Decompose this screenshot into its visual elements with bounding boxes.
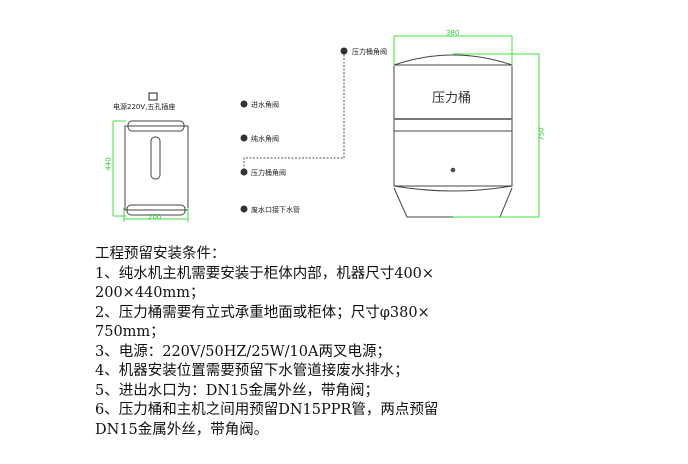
note-line: 6、压力桶和主机之间用预留DN15PPR管，两点预留: [95, 402, 439, 418]
valve-label-tank: 压力桶角阀: [251, 169, 286, 177]
valve-label-inlet: 进水角阀: [251, 101, 279, 109]
valve-icons: [240, 47, 348, 213]
machine-dimension-lines: [112, 120, 189, 222]
power-socket-icon: [148, 92, 158, 101]
note-line: 5、进出水口为：DN15金属外丝，带角阀；: [95, 382, 379, 399]
tank-width-dim: 380: [446, 29, 460, 37]
note-line: 750mm；: [95, 324, 165, 340]
note-line: DN15金属外丝，带角阀。: [95, 421, 269, 438]
installation-notes: 工程预留安装条件： 1、纯水机主机需要安装于柜体内部，机器尺寸400× 200×…: [95, 245, 438, 440]
power-label: 电源220V,五孔插座: [113, 103, 176, 111]
machine-height-dim: 440: [104, 157, 113, 171]
pipe-dashed-line: [243, 53, 345, 170]
note-line: 2、压力桶需要有立式承重地面或柜体；尺寸φ380×: [95, 304, 430, 321]
tank-dimension-lines: [393, 35, 540, 218]
water-purifier-machine: [124, 120, 189, 216]
pressure-tank: [393, 54, 513, 218]
tank-height-dim: 750: [537, 127, 546, 141]
note-line: 3、电源：220V/50HZ/25W/10A两叉电源；: [95, 343, 391, 360]
valve-label-drain: 废水口接下水管: [251, 206, 300, 214]
machine-width-dim: 200: [148, 213, 162, 221]
note-line: 200×440mm；: [95, 285, 205, 301]
valve-label-pure: 纯水角阀: [251, 135, 279, 143]
tank-valve-label: 压力桶角阀: [352, 48, 387, 56]
note-line: 4、机器安装位置需要预留下水管道接废水排水；: [95, 363, 409, 379]
note-line: 1、纯水机主机需要安装于柜体内部，机器尺寸400×: [95, 265, 435, 282]
tank-label: 压力桶: [432, 91, 472, 106]
notes-title: 工程预留安装条件：: [95, 246, 226, 262]
